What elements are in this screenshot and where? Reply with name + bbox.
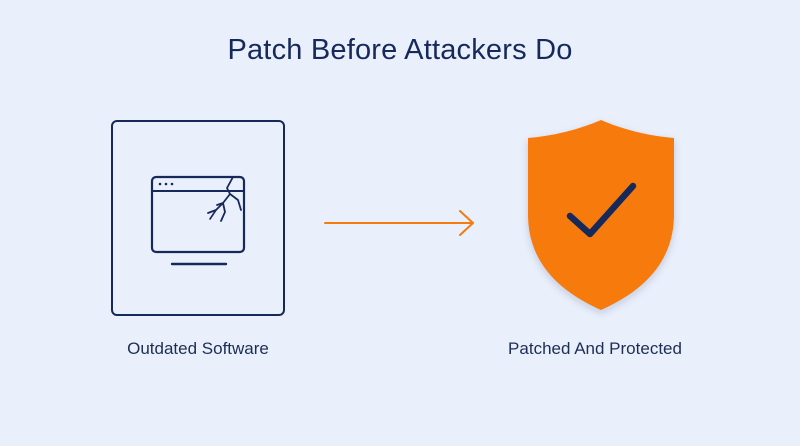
outdated-software-label: Outdated Software <box>127 339 269 358</box>
checkmark-icon <box>566 182 637 238</box>
cracked-window-icon <box>150 175 246 266</box>
outdated-software-panel <box>111 120 285 316</box>
shield-check-icon <box>528 120 674 310</box>
patched-and-protected-label: Patched And Protected <box>508 339 682 358</box>
arrow-right-icon <box>324 210 474 236</box>
shield-shape <box>528 120 674 310</box>
page-title: Patch Before Attackers Do <box>227 34 573 66</box>
